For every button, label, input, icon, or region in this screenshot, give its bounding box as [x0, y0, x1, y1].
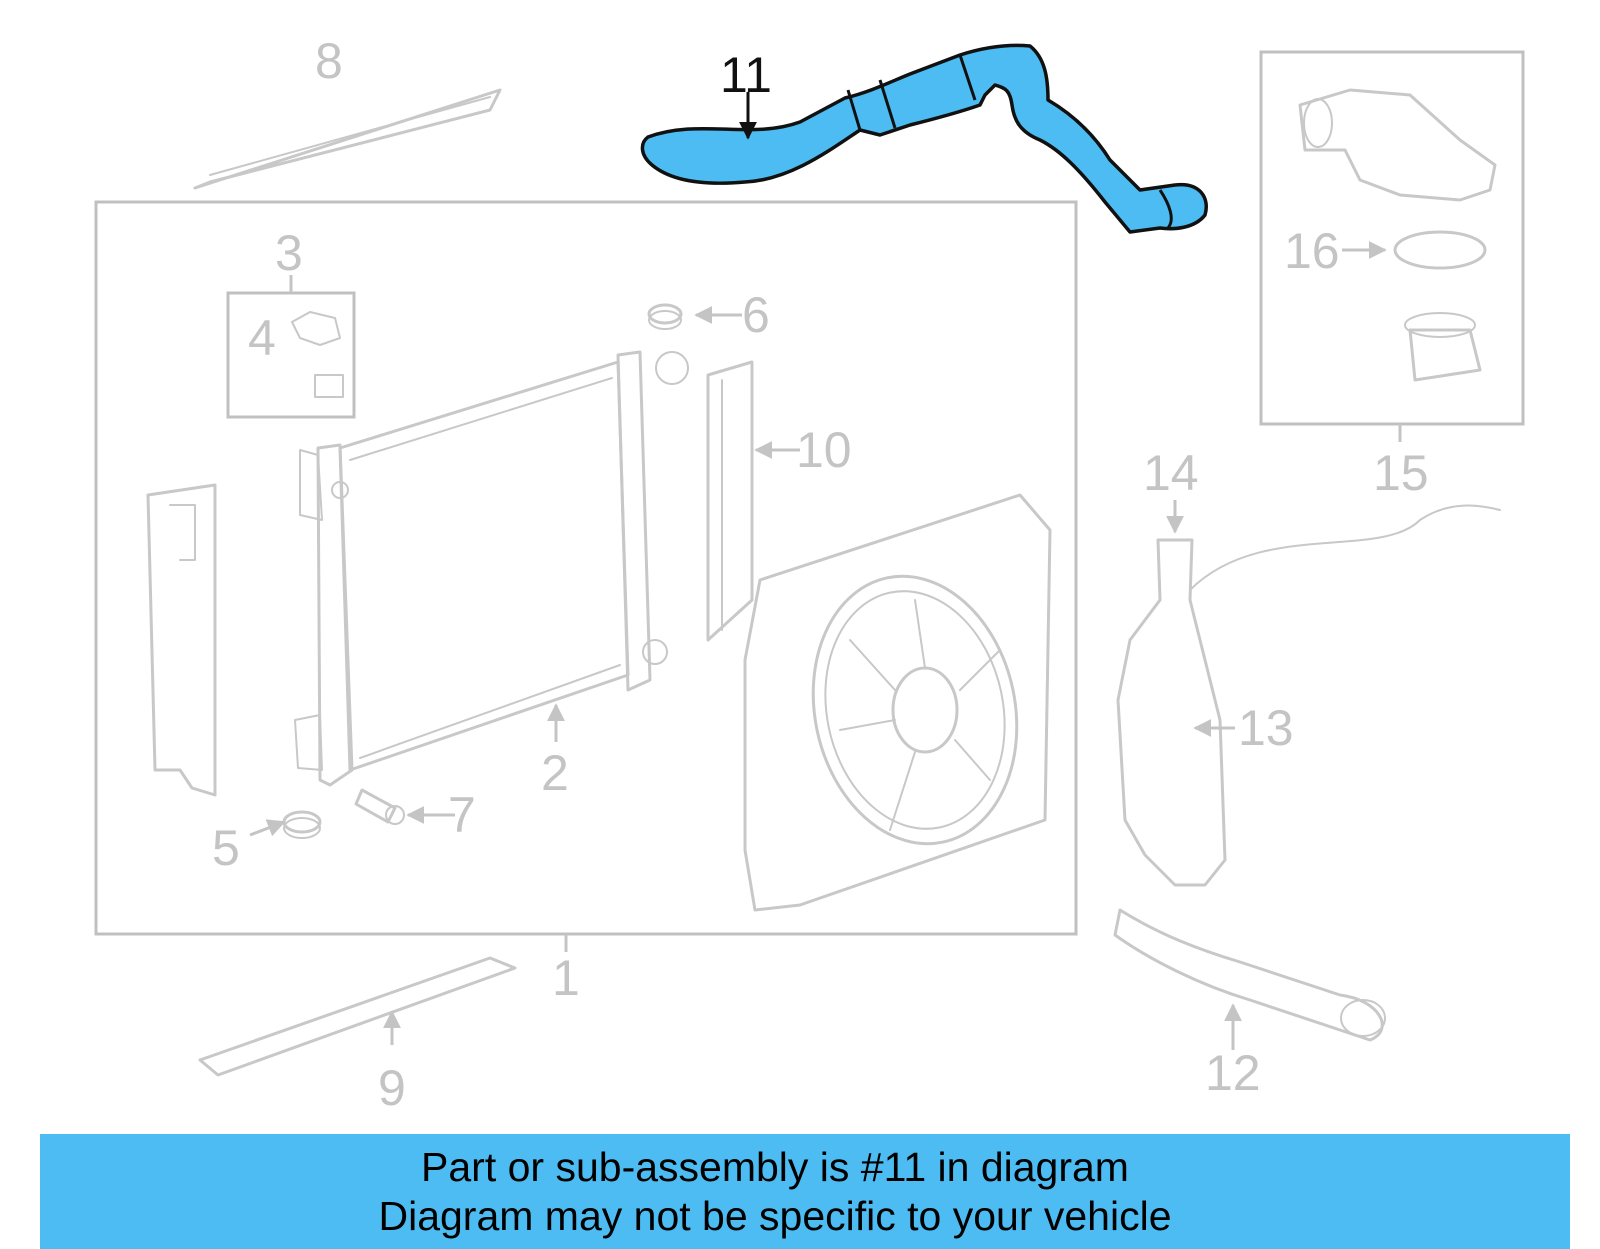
sensor-subassembly-box — [226, 291, 356, 419]
callout-12: 12 — [1205, 1045, 1261, 1101]
lower-seal-strip — [198, 956, 517, 1077]
callout-15: 15 — [1373, 445, 1429, 501]
grommet-5 — [282, 810, 322, 839]
callout-14: 14 — [1143, 445, 1199, 501]
callout-3: 3 — [275, 225, 303, 281]
left-air-deflector — [146, 483, 217, 797]
right-air-deflector — [706, 360, 754, 642]
bolt-7 — [354, 788, 405, 825]
lower-radiator-hose — [1113, 908, 1386, 1042]
banner-line-1: Part or sub-assembly is #11 in diagram — [421, 1143, 1129, 1190]
callout-8: 8 — [315, 33, 343, 89]
banner-line-2: Diagram may not be specific to your vehi… — [378, 1192, 1172, 1239]
thermostat-housing — [1298, 88, 1497, 382]
radiator — [294, 350, 689, 787]
callout-6: 6 — [742, 287, 770, 343]
callout-13: 13 — [1238, 700, 1294, 756]
callout-1: 1 — [552, 950, 580, 1006]
callout-4: 4 — [248, 310, 276, 366]
callout-10: 10 — [796, 422, 852, 478]
upper-seal-strip — [193, 88, 502, 190]
parts-diagram: 1 2 3 4 5 6 7 8 9 10 11 12 13 14 15 16 — [94, 33, 1525, 1116]
fan-shroud — [743, 493, 1052, 912]
callout-9: 9 — [378, 1060, 406, 1116]
callout-16: 16 — [1284, 223, 1340, 279]
callout-11: 11 — [720, 47, 772, 103]
sensor-part — [291, 311, 344, 398]
callout-5: 5 — [212, 820, 240, 876]
callout-7: 7 — [448, 787, 476, 843]
coolant-reservoir — [1116, 504, 1501, 887]
radiator-assembly-box — [94, 200, 1078, 936]
callout-2: 2 — [541, 745, 569, 801]
info-banner: Part or sub-assembly is #11 in diagram D… — [40, 1134, 1570, 1249]
radiator-cap-6 — [647, 303, 683, 330]
thermostat-housing-box — [1259, 50, 1525, 426]
